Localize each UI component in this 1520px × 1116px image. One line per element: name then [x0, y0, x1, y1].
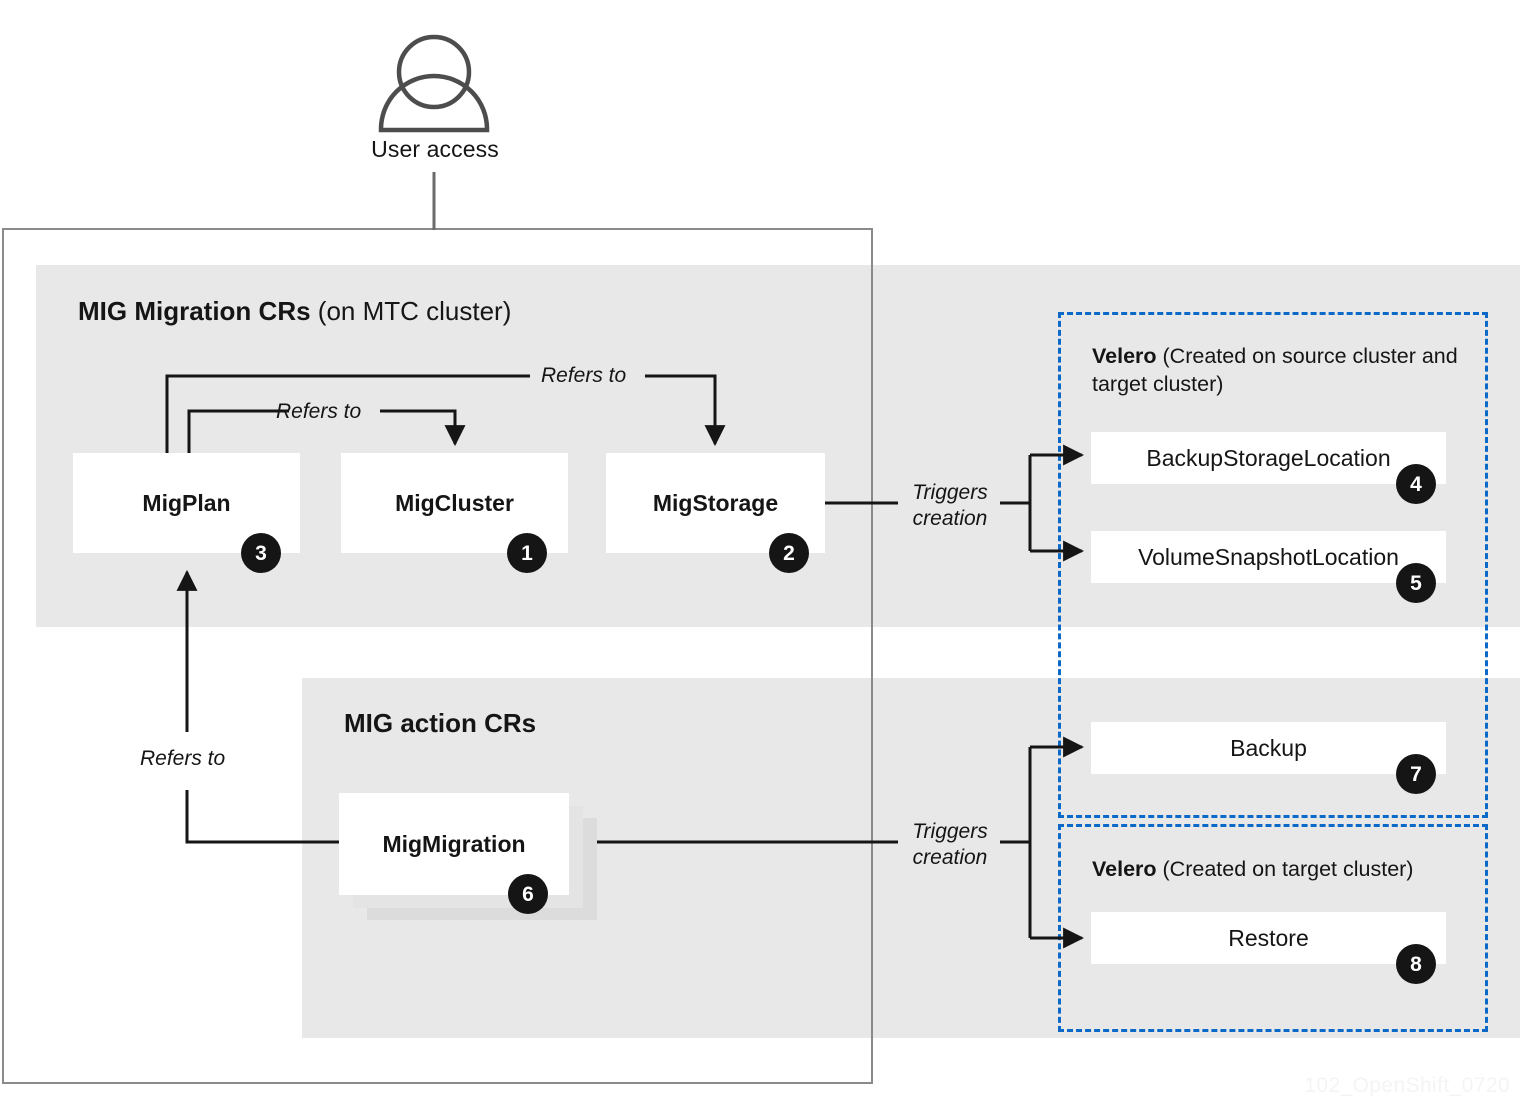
- badge-migmigration: 6: [508, 874, 548, 914]
- mtc-cluster-boundary: [2, 228, 873, 1084]
- velero-title-rest: (Created on target cluster): [1156, 857, 1414, 881]
- edge-label-line2: creation: [912, 845, 988, 869]
- node-label-backup: Backup: [1230, 734, 1307, 761]
- node-backupstoragelocation[interactable]: BackupStorageLocation: [1091, 432, 1446, 484]
- node-label-backupstoragelocation: BackupStorageLocation: [1146, 444, 1391, 471]
- panel-title-bold: MIG action CRs: [344, 708, 537, 738]
- velero-title-bold: Velero: [1092, 344, 1157, 368]
- velero-title-target: Velero (Created on target cluster): [1092, 856, 1462, 884]
- badge-migplan: 3: [241, 533, 281, 573]
- edge-label-line2: creation: [912, 506, 988, 530]
- node-label-migmigration: MigMigration: [382, 830, 526, 857]
- node-label-volumesnapshotlocation: VolumeSnapshotLocation: [1138, 543, 1399, 570]
- node-restore[interactable]: Restore: [1091, 912, 1446, 964]
- velero-title-bold: Velero: [1092, 857, 1157, 881]
- node-label-migplan: MigPlan: [142, 489, 231, 516]
- user-access-label: User access: [371, 136, 499, 162]
- node-label-migcluster: MigCluster: [395, 489, 514, 516]
- node-backup[interactable]: Backup: [1091, 722, 1446, 774]
- badge-restore: 8: [1396, 944, 1436, 984]
- velero-group-source-target: [1058, 312, 1488, 818]
- watermark: 102_OpenShift_0720: [1304, 1074, 1510, 1097]
- node-label-restore: Restore: [1228, 924, 1309, 951]
- node-volumesnapshotlocation[interactable]: VolumeSnapshotLocation: [1091, 531, 1446, 583]
- edge-label-migplan-to-migstorage: Refers to: [541, 364, 627, 387]
- user-icon: [378, 34, 490, 133]
- edge-label-migmigration-triggers: Triggers creation: [900, 819, 1000, 870]
- node-label-migstorage: MigStorage: [652, 489, 779, 516]
- panel-title-bold: MIG Migration CRs: [78, 296, 311, 326]
- edge-label-line1: Triggers: [912, 820, 988, 843]
- edge-label-migmigration-to-migplan: Refers to: [140, 747, 226, 770]
- edge-label-migplan-to-migcluster: Refers to: [276, 400, 362, 423]
- panel-title-rest: (on MTC cluster): [310, 296, 512, 326]
- panel-title-mig-action-crs: MIG action CRs: [344, 708, 536, 739]
- node-migstorage[interactable]: MigStorage: [606, 453, 825, 553]
- badge-migcluster: 1: [507, 533, 547, 573]
- badge-backupstoragelocation: 4: [1396, 464, 1436, 504]
- badge-backup: 7: [1396, 754, 1436, 794]
- panel-title-mig-migration-crs: MIG Migration CRs (on MTC cluster): [78, 296, 511, 327]
- badge-volumesnapshotlocation: 5: [1396, 563, 1436, 603]
- edge-label-line1: Triggers: [912, 481, 988, 504]
- badge-migstorage: 2: [769, 533, 809, 573]
- node-migmigration[interactable]: MigMigration: [339, 793, 569, 895]
- edge-label-migstorage-triggers: Triggers creation: [900, 480, 1000, 531]
- velero-title-rest: (Created on source cluster and target cl…: [1092, 344, 1458, 396]
- velero-group-target: [1058, 824, 1488, 1032]
- velero-title-source-target: Velero (Created on source cluster and ta…: [1092, 343, 1462, 398]
